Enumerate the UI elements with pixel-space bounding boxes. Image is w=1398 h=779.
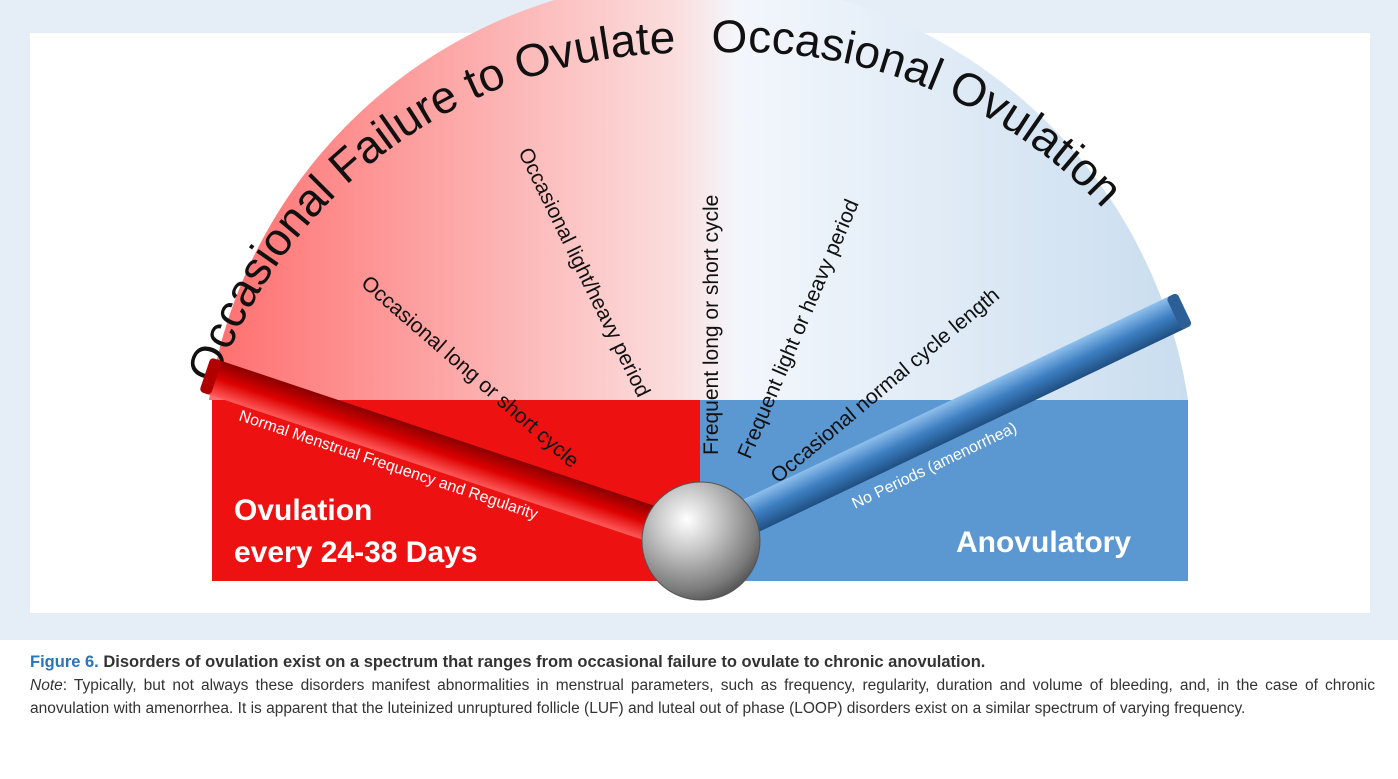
caption-title-text: Disorders of ovulation exist on a spectr… <box>98 653 986 671</box>
normal-menstrual-bar <box>200 358 705 556</box>
caption-title: Figure 6. Disorders of ovulation exist o… <box>30 651 1375 673</box>
ovulation-frequency-label: every 24-38 Days <box>234 536 478 569</box>
spectrum-fan <box>209 0 1188 400</box>
figure-caption: Figure 6. Disorders of ovulation exist o… <box>30 651 1375 720</box>
caption-note: Note: Typically, but not always these di… <box>30 674 1375 720</box>
no-periods-bar <box>694 293 1192 555</box>
note-label: Note <box>30 677 63 694</box>
pivot-ball <box>641 481 761 601</box>
figure-label: Figure 6. <box>30 653 99 671</box>
anovulatory-label: Anovulatory <box>956 526 1131 559</box>
ovulation-spectrum-diagram: Occasional Failure to Ovulate Occasional… <box>177 0 1192 601</box>
ovulation-box <box>212 400 702 581</box>
note-text: : Typically, but not always these disord… <box>30 677 1375 717</box>
spoke-label: Frequent long or short cycle <box>700 195 723 455</box>
ovulation-label: Ovulation <box>234 494 372 527</box>
